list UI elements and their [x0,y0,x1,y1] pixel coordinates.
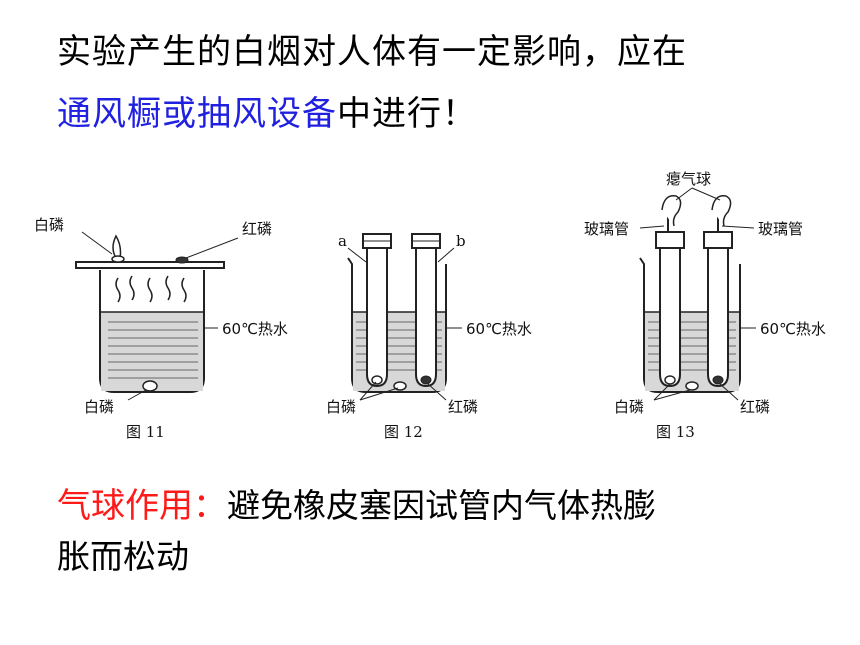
balloon-right-icon [711,195,732,227]
fig13-label-balloon: 瘪气球 [666,170,711,188]
fig13-label-tube-left: 玻璃管 [584,220,629,238]
intro-highlight: 通风橱或抽风设备 [57,94,337,134]
fig12-label-a: a [338,232,347,250]
copper-plate [75,261,225,269]
stopper-right [703,231,733,249]
intro-line-2: 通风橱或抽风设备中进行！ [57,92,477,136]
flame-icon [112,234,122,259]
fig11-label-red-p: 红磷 [242,220,272,238]
fig11-label-water: 60℃热水 [222,320,288,338]
test-tube-right [707,248,729,388]
fig13-label-red-p: 红磷 [740,398,770,416]
beaker-12 [347,257,447,393]
intro-text-2: 中进行！ [337,94,477,134]
fig11-label-bottom-white-p: 白磷 [84,398,114,416]
test-tube-left [659,248,681,388]
fig12-label-water: 60℃热水 [466,320,532,338]
fig11-caption: 图 11 [126,423,165,441]
fig12-caption: 图 12 [384,423,423,441]
figure-12 [347,233,462,401]
fig12-label-b: b [456,232,466,250]
beaker-11 [99,270,205,393]
fig13-caption: 图 13 [656,423,695,441]
test-tube-b [415,248,437,388]
test-tube-a [366,248,388,388]
balloon-note-heading: 气球作用： [57,486,227,526]
water-11 [101,312,203,391]
white-phosphorus-top [111,255,125,263]
fig13-label-white-p: 白磷 [614,398,644,416]
steam-lines [115,275,187,303]
beaker-13 [639,257,741,393]
intro-line-1: 实验产生的白烟对人体有一定影响，应在 [57,30,687,74]
fig12-label-white-p: 白磷 [326,398,356,416]
balloon-note-line-1: 气球作用：避免橡皮塞因试管内气体热膨 [57,484,656,528]
figure-13 [639,187,756,401]
balloon-left-icon [661,195,682,227]
balloon-note-text-2: 胀而松动 [57,537,189,576]
red-phosphorus-top [175,256,189,264]
fig13-label-tube-right: 玻璃管 [758,220,803,238]
fig12-label-red-p: 红磷 [448,398,478,416]
balloon-note-line-2: 胀而松动 [57,535,189,579]
intro-text-1: 实验产生的白烟对人体有一定影响，应在 [57,32,687,72]
balloon-note-text-1: 避免橡皮塞因试管内气体热膨 [227,486,656,525]
figure-11 [75,231,239,401]
fig11-label-white-p: 白磷 [34,216,64,234]
stopper-left [655,231,685,249]
white-phosphorus-bottom [142,380,158,392]
fig13-label-water: 60℃热水 [760,320,826,338]
